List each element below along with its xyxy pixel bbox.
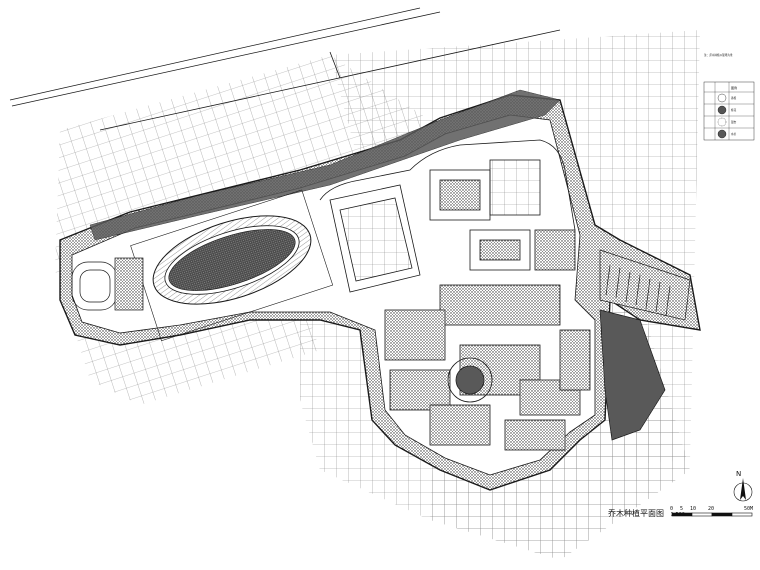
legend-row-name: 桂花 — [731, 108, 737, 112]
legend-table: 注：乔木种植以现场为准 图例 香樟 桂花 银杏 水杉 — [703, 53, 755, 141]
north-label: N — [736, 470, 742, 478]
legend-note: 注：乔木种植以现场为准 — [704, 53, 733, 57]
west-plaza — [71, 257, 144, 311]
tree-icon — [717, 93, 727, 139]
drawing-scale: 1:500 — [670, 512, 685, 518]
east-parking — [599, 249, 691, 441]
interior-road — [319, 139, 576, 231]
scale-bar — [671, 512, 753, 517]
north-planting-belt — [89, 89, 561, 241]
drawing-title-block: 乔木种植平面图 1:500 — [608, 508, 685, 519]
legend-row-name: 银杏 — [731, 120, 737, 124]
legend-row-name: 水杉 — [731, 132, 737, 136]
north-arrow-icon — [733, 478, 753, 502]
drawing-title: 乔木种植平面图 — [608, 509, 664, 518]
running-track — [130, 189, 334, 342]
legend-row-name: 香樟 — [731, 96, 737, 100]
legend-header: 图例 — [731, 85, 737, 90]
scale-tick-label: 50M — [744, 506, 754, 512]
building-blocks — [329, 159, 591, 451]
road-lines — [9, 7, 561, 131]
scale-tick-label: 5 — [680, 506, 684, 512]
scale-tick-label: 10 — [690, 506, 697, 512]
scale-tick-label: 20 — [708, 506, 715, 512]
scale-tick-label: 0 — [670, 506, 674, 512]
